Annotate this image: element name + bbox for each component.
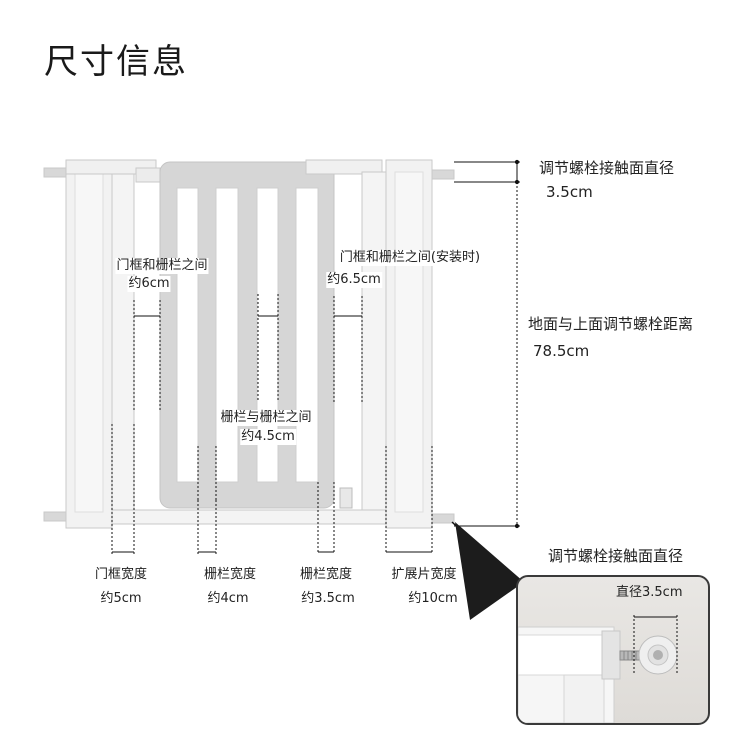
- bar-gap-value: 约4.5cm: [240, 429, 296, 445]
- lower-left-bolt: [43, 511, 67, 522]
- height-value: 78.5cm: [533, 342, 590, 360]
- left-frame-post: [111, 171, 135, 523]
- bar-gap-label: 栅栏与栅栏之间: [219, 410, 313, 426]
- frame-gap-left-value: 约6cm: [127, 276, 171, 292]
- bar-width-1-label: 栅栏宽度: [203, 567, 257, 582]
- gate-frame: [43, 159, 455, 529]
- frame-gap-right-value: 约6.5cm: [326, 272, 382, 288]
- page-title: 尺寸信息: [44, 42, 188, 82]
- top-left-cap: [65, 159, 157, 175]
- bar-width-2-label: 栅栏宽度: [299, 567, 353, 582]
- inset-caption: 调节螺栓接触面直径: [548, 547, 684, 565]
- bar-width-2-value: 约3.5cm: [301, 591, 355, 606]
- door-frame-width-value: 约5cm: [100, 591, 142, 606]
- upper-left-bolt: [43, 167, 67, 178]
- screw-diameter-label: 调节螺栓接触面直径: [539, 159, 675, 177]
- extension-width-value: 约10cm: [408, 591, 458, 606]
- bar-width-1-value: 约4cm: [207, 591, 249, 606]
- door-frame-width-label: 门框宽度: [94, 567, 148, 582]
- right-frame-post: [361, 171, 387, 523]
- height-label: 地面与上面调节螺栓距离: [528, 315, 694, 333]
- extension-width-label: 扩展片宽度: [391, 567, 457, 582]
- screw-diameter-value: 3.5cm: [546, 183, 593, 201]
- bolt-closeup-illustration: [518, 615, 678, 723]
- bottom-rail: [111, 509, 387, 525]
- upper-right-bolt: [431, 169, 455, 180]
- lower-right-bolt: [431, 513, 455, 524]
- frame-gap-right-label: 门框和栅栏之间(安装时): [338, 250, 482, 266]
- top-right-cap: [305, 159, 383, 175]
- frame-gap-left-label: 门框和栅栏之间: [115, 258, 209, 274]
- inset-diameter-label: 直径3.5cm: [616, 585, 683, 600]
- bolt-closeup-inset: 直径3.5cm: [516, 575, 710, 725]
- callout-wedge: [455, 522, 524, 620]
